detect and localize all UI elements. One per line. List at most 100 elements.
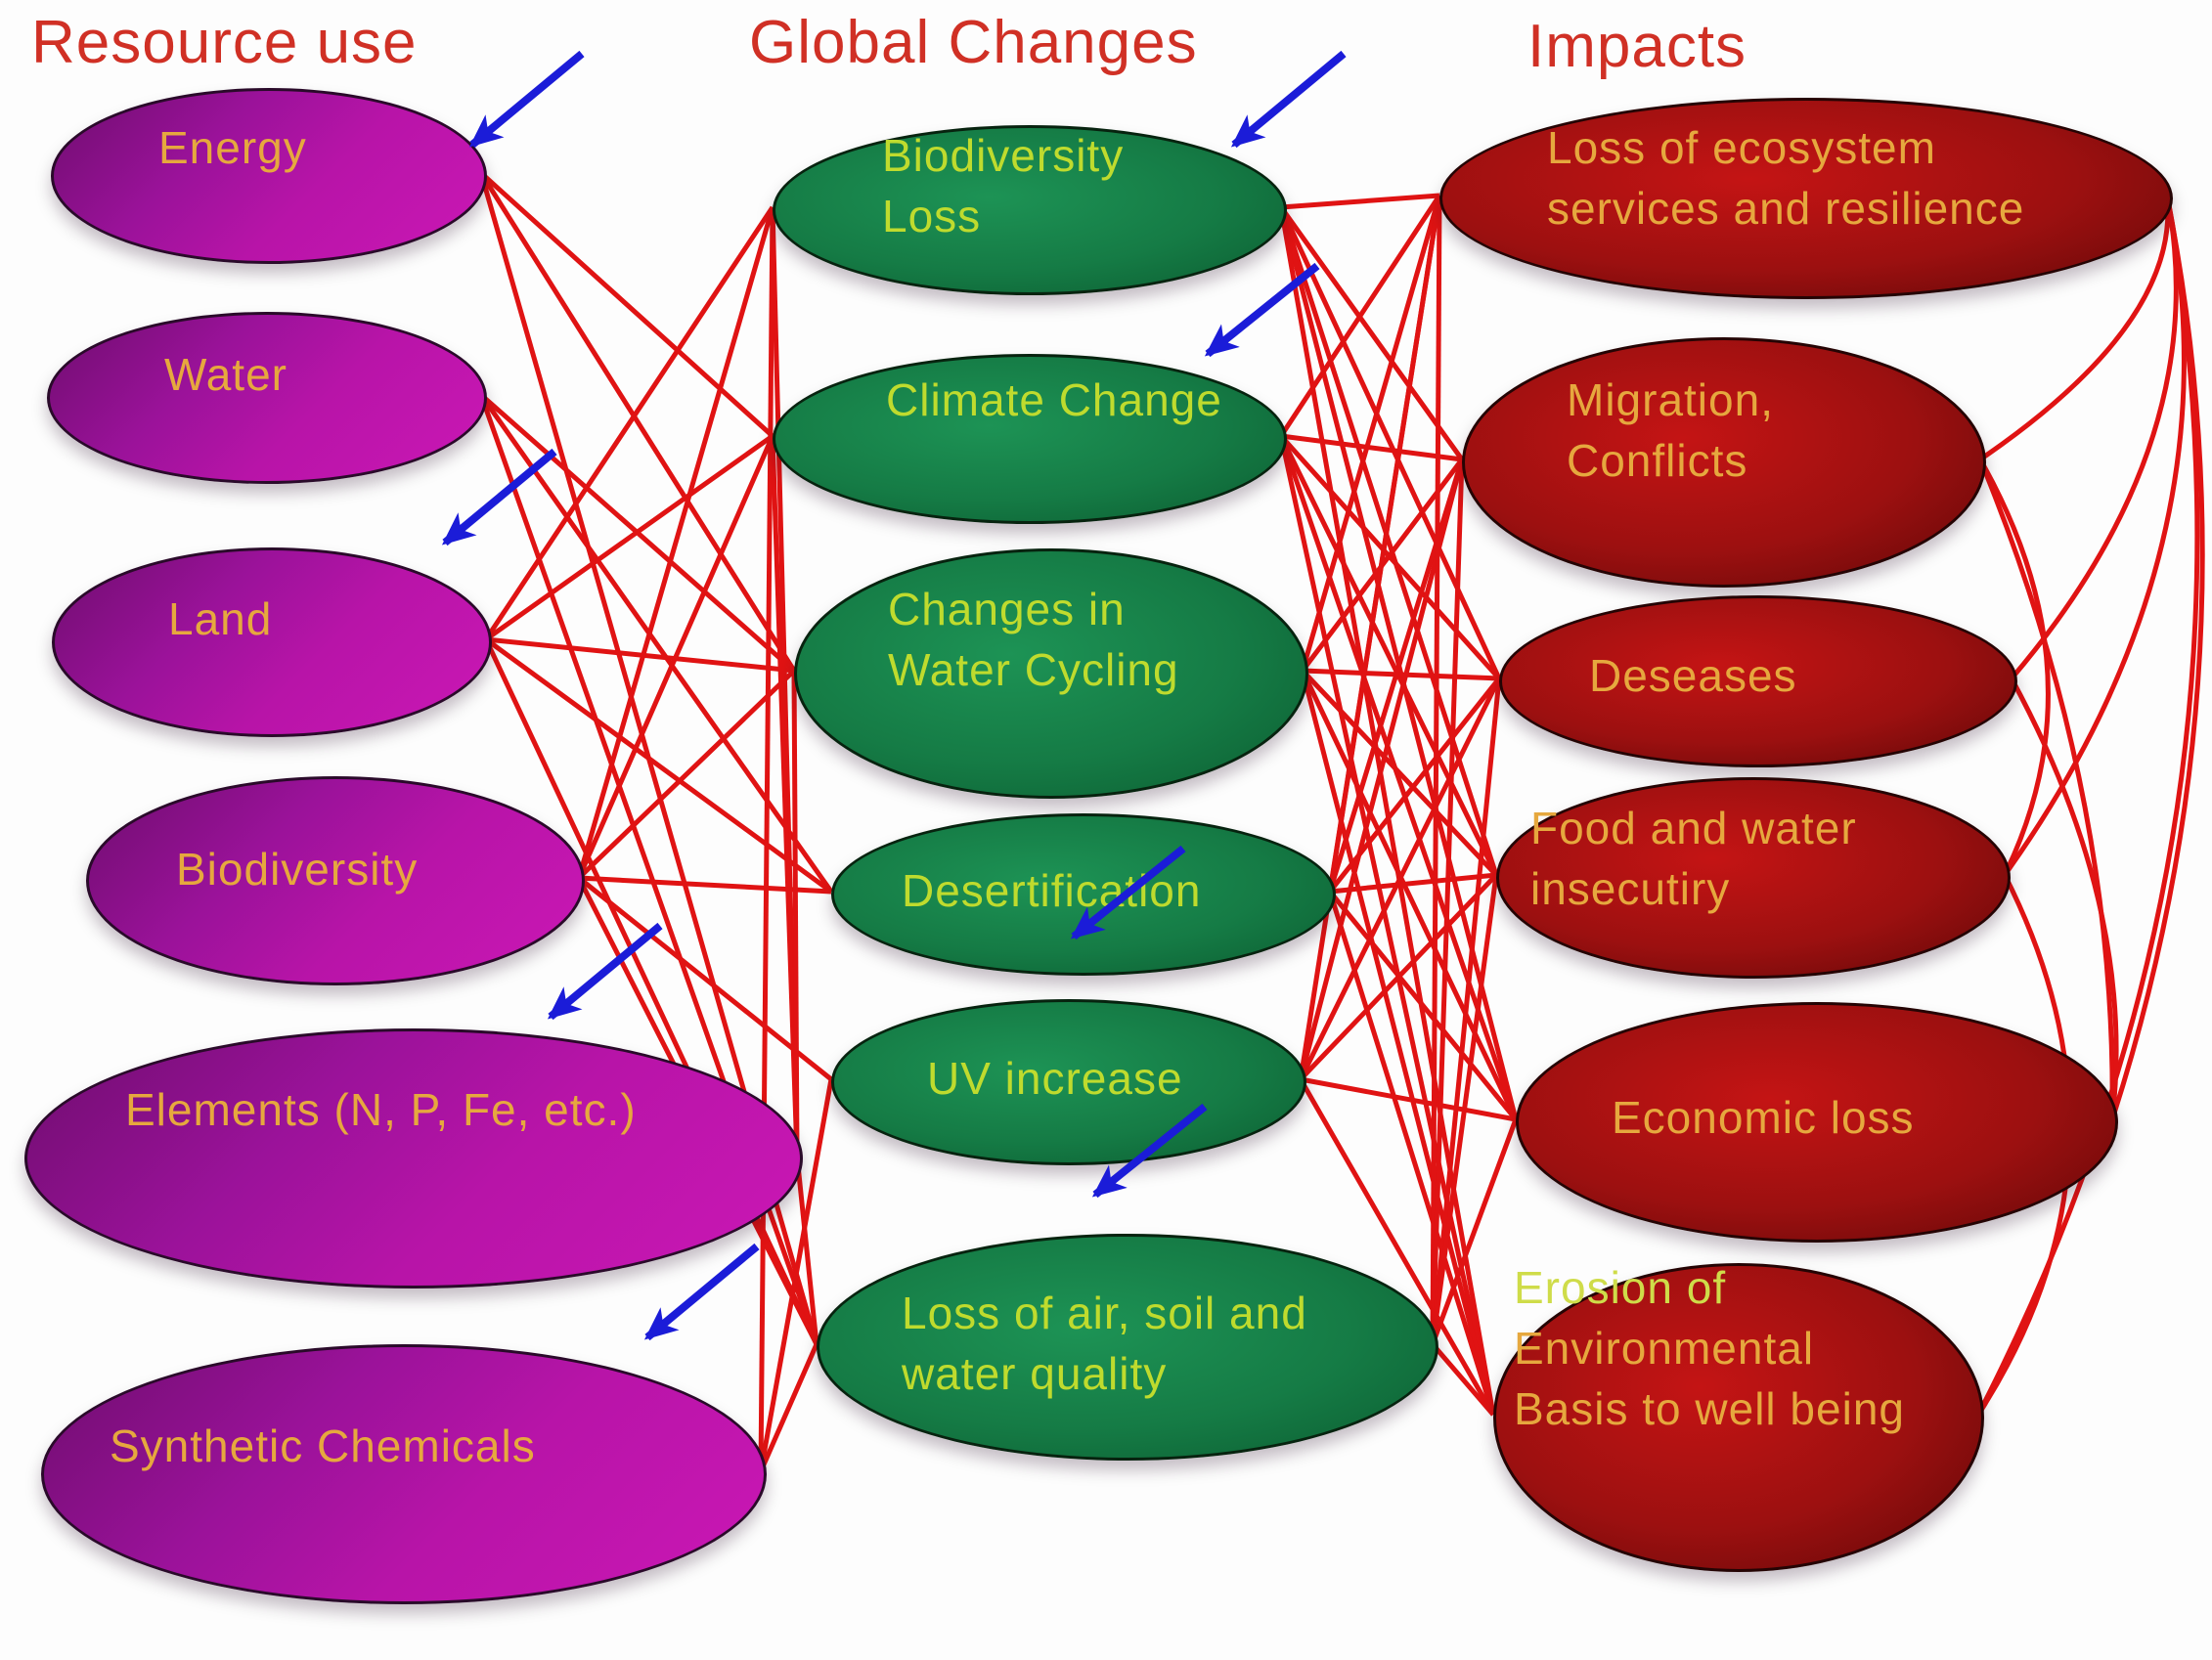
link-uv-increase-erosion-environmental <box>1298 1077 1496 1417</box>
node-deseases <box>1499 595 2017 767</box>
node-label-land: Land <box>168 589 272 649</box>
node-economic-loss <box>1516 1002 2118 1243</box>
impact-arc-migration-conflicts-food-water-insecurity <box>1977 458 2051 877</box>
node-label-economic-loss: Economic loss <box>1612 1087 1915 1148</box>
link-biodiversity-loss-food-water-insecurity <box>1278 206 1499 876</box>
link-biodiversity-loss-deseases <box>1278 205 1502 680</box>
link-elements-changes-water-cycling <box>791 670 800 1157</box>
node-label-energy: Energy <box>158 117 307 178</box>
link-biodiversity-loss-erosion-environmental <box>1278 206 1496 1416</box>
node-label-line: Erosion of <box>1514 1262 1727 1313</box>
node-loss-ecosystem <box>1439 98 2173 299</box>
link-biodiversity-loss-loss-ecosystem <box>1280 193 1440 210</box>
node-label-line: Basis to well being <box>1514 1383 1905 1434</box>
node-desertification <box>831 813 1336 976</box>
column-title-resource-use: Resource use <box>31 9 418 76</box>
node-label-line: UV increase <box>927 1053 1183 1104</box>
link-desertification-food-water-insecurity <box>1329 872 1497 895</box>
blue-arrow-loss-air-soil-water <box>1091 1103 1208 1199</box>
node-label-line: Conflicts <box>1567 435 1748 486</box>
link-changes-water-cycling-economic-loss <box>1300 669 1519 1121</box>
node-elements <box>24 1028 803 1289</box>
node-biodiversity-loss <box>773 125 1287 295</box>
node-label-line: Water <box>164 349 288 400</box>
link-biodiversity-changes-water-cycling <box>577 669 796 880</box>
link-loss-air-soil-water-economic-loss <box>1430 1118 1519 1345</box>
impact-arc-loss-ecosystem-erosion-environmental <box>1975 195 2200 1417</box>
node-loss-air-soil-water <box>817 1234 1438 1461</box>
link-elements-climate-change <box>770 435 800 1157</box>
link-energy-changes-water-cycling <box>478 171 797 673</box>
link-desertification-erosion-environmental <box>1327 891 1496 1416</box>
blue-arrow-synthetic-chemicals <box>643 1243 760 1341</box>
link-loss-air-soil-water-erosion-environmental <box>1431 1342 1495 1417</box>
link-loss-air-soil-water-loss-ecosystem <box>1430 195 1442 1345</box>
blue-arrow-land <box>441 448 557 546</box>
link-biodiversity-uv-increase <box>577 876 833 1081</box>
link-changes-water-cycling-erosion-environmental <box>1300 670 1496 1416</box>
link-land-changes-water-cycling <box>485 636 795 674</box>
link-synthetic-chemicals-biodiversity-loss <box>758 206 775 1472</box>
link-land-climate-change <box>484 433 774 642</box>
impact-arc-migration-conflicts-economic-loss <box>1977 459 2115 1120</box>
link-climate-change-erosion-environmental <box>1278 435 1496 1416</box>
node-food-water-insecurity <box>1496 777 2011 979</box>
blue-arrow-climate-change <box>1204 262 1320 358</box>
impact-arc-loss-ecosystem-migration-conflicts <box>1978 195 2171 462</box>
link-loss-air-soil-water-food-water-insecurity <box>1430 874 1499 1345</box>
impact-arc-deseases-economic-loss <box>2009 677 2119 1120</box>
node-label-line: Biodiversity <box>882 130 1125 181</box>
link-climate-change-food-water-insecurity <box>1278 434 1499 877</box>
link-biodiversity-loss-migration-conflicts <box>1278 205 1465 461</box>
node-biodiversity <box>86 776 585 985</box>
node-water <box>47 312 487 484</box>
node-label-line: Loss <box>882 191 982 241</box>
node-label-line: Food and water <box>1530 803 1857 853</box>
node-label-deseases: Deseases <box>1589 645 1797 706</box>
link-changes-water-cycling-loss-ecosystem <box>1300 195 1442 672</box>
node-label-line: Loss of ecosystem <box>1547 122 1936 173</box>
node-synthetic-chemicals <box>41 1344 767 1604</box>
node-label-line: Synthetic Chemicals <box>110 1420 536 1471</box>
node-label-line: Climate Change <box>886 374 1222 425</box>
link-uv-increase-loss-ecosystem <box>1298 195 1442 1080</box>
node-label-line: services and resilience <box>1547 183 2025 234</box>
link-loss-air-soil-water-deseases <box>1430 677 1502 1345</box>
node-label-water: Water <box>164 344 288 405</box>
link-climate-change-loss-ecosystem <box>1278 194 1442 438</box>
node-erosion-environmental <box>1493 1263 1984 1572</box>
link-synthetic-chemicals-loss-air-soil-water <box>758 1342 819 1473</box>
link-desertification-economic-loss <box>1328 890 1518 1121</box>
link-biodiversity-climate-change <box>576 434 775 880</box>
node-label-line: Economic loss <box>1612 1092 1915 1143</box>
node-climate-change <box>773 354 1287 524</box>
node-label-line: water quality <box>902 1348 1168 1399</box>
node-label-line: Migration, <box>1567 374 1774 425</box>
node-label-line: insecutiry <box>1530 863 1731 914</box>
link-synthetic-chemicals-uv-increase <box>758 1078 834 1472</box>
blue-arrow-elements <box>547 922 663 1021</box>
link-water-desertification <box>478 393 834 894</box>
link-land-biodiversity-loss <box>483 205 775 641</box>
link-loss-air-soil-water-migration-conflicts <box>1430 459 1465 1345</box>
link-land-desertification <box>484 636 833 895</box>
node-label-line: Water Cycling <box>888 644 1179 695</box>
node-changes-water-cycling <box>794 548 1308 799</box>
node-label-biodiversity: Biodiversity <box>176 839 418 899</box>
link-uv-increase-economic-loss <box>1300 1076 1517 1122</box>
node-land <box>52 547 492 737</box>
node-label-line: Land <box>168 593 273 644</box>
node-label-loss-ecosystem: Loss of ecosystem services and resilience <box>1547 117 2024 239</box>
node-label-line: Elements (N, P, Fe, etc.) <box>125 1084 637 1135</box>
node-label-elements: Elements (N, P, Fe, etc.) <box>125 1079 637 1140</box>
link-changes-water-cycling-deseases <box>1302 668 1500 681</box>
blue-arrow-energy <box>468 50 585 149</box>
link-elements-loss-air-soil-water <box>794 1155 819 1345</box>
node-uv-increase <box>831 999 1306 1165</box>
